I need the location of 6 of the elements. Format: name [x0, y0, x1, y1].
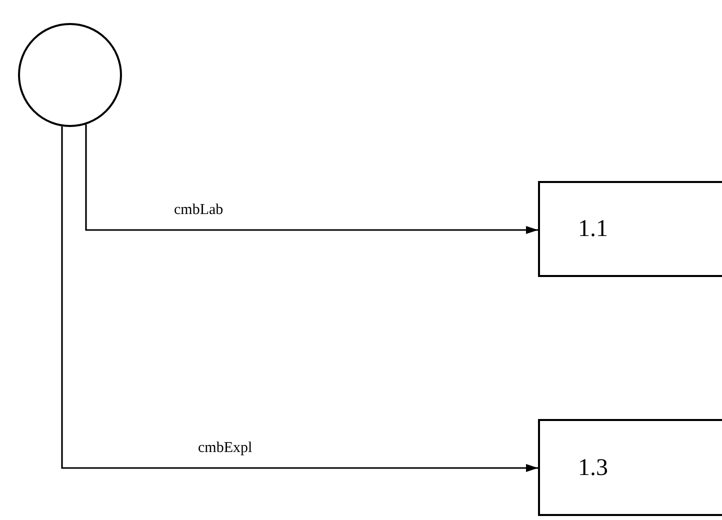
process-box: [538, 181, 722, 277]
process-box: [538, 419, 722, 516]
arrow: [61, 126, 538, 472]
node-label: 1.3: [578, 456, 608, 480]
node-label: 1.1: [578, 217, 608, 241]
edge-label: cmbExpl: [196, 441, 254, 456]
